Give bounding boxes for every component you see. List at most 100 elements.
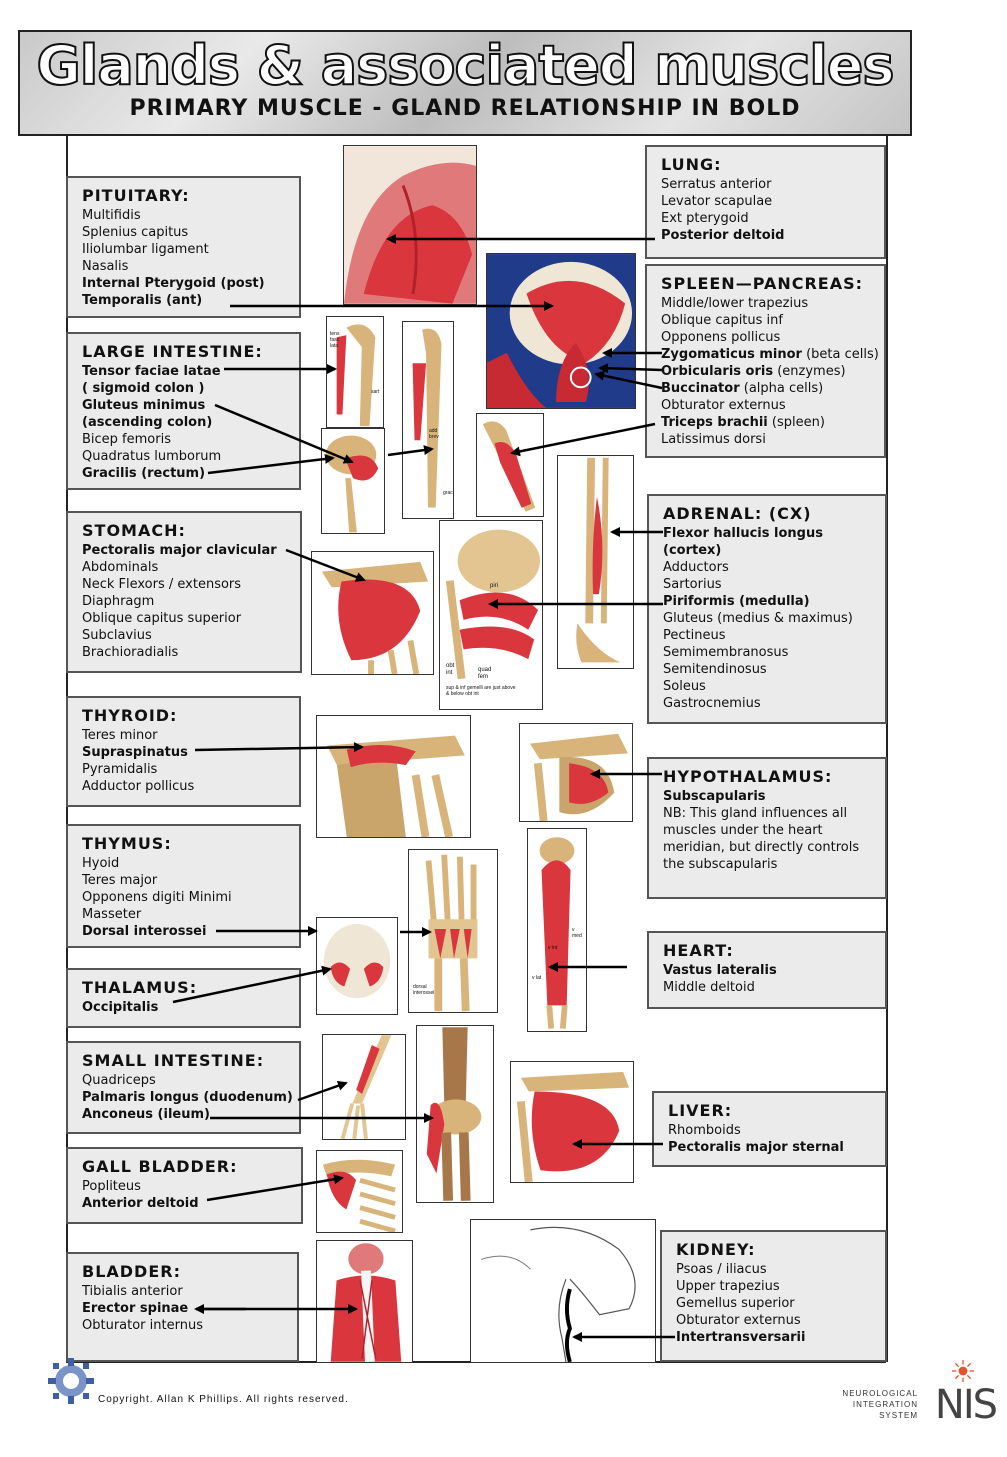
muscle-name: Oblique capitus inf (661, 313, 783, 328)
palmaris-longus-image (322, 1034, 406, 1140)
occipitalis-image (316, 917, 398, 1015)
muscle-name: Zygomaticus minor (661, 347, 802, 362)
nis-logo-mark: NIS (934, 1382, 998, 1428)
muscle-name: Temporalis (ant) (82, 293, 203, 308)
muscle-item: Latissimus dorsi (661, 431, 870, 448)
right-rule (886, 136, 888, 1362)
muscle-name: Psoas / iliacus (676, 1262, 767, 1277)
muscle-name: Iliolumbar ligament (82, 242, 209, 257)
muscle-item: Semimembranosus (663, 644, 871, 661)
muscle-item: Teres minor (82, 727, 285, 744)
muscle-name: Middle deltoid (663, 980, 755, 995)
muscle-item: Obturator internus (82, 1317, 283, 1334)
muscle-name: Pyramidalis (82, 762, 158, 777)
muscle-name: Orbicularis oris (661, 364, 774, 379)
gear-logo-icon (48, 1358, 94, 1404)
muscle-item: Rhomboids (668, 1122, 871, 1139)
muscle-item: Obturator externus (661, 397, 870, 414)
muscle-name: Adductors (663, 560, 729, 575)
muscle-name: Serratus anterior (661, 177, 772, 192)
muscle-item: Pectoralis major clavicular (82, 542, 286, 559)
muscle-item: Middle deltoid (663, 979, 871, 996)
muscle-name: Semitendinosus (663, 662, 767, 677)
muscle-name: the subscapularis (663, 857, 778, 872)
muscle-name: Opponens pollicus (661, 330, 781, 345)
muscle-name: Tibialis anterior (82, 1284, 183, 1299)
muscle-name: Quadratus lumborum (82, 449, 222, 464)
page-subtitle: PRIMARY MUSCLE - GLAND RELATIONSHIP IN B… (129, 96, 801, 121)
muscle-item: Subclavius (82, 627, 286, 644)
muscle-name: Oblique capitus superior (82, 611, 242, 626)
muscle-item: Diaphragm (82, 593, 286, 610)
gland-title: THYMUS: (82, 834, 172, 853)
muscle-name: Diaphragm (82, 594, 155, 609)
muscle-item: Popliteus (82, 1178, 287, 1195)
dorsal-interossei-image: dorsal interossei (408, 849, 498, 1013)
anterior-deltoid-image (316, 1150, 403, 1233)
muscle-item: Opponens digiti Minimi (82, 889, 285, 906)
muscle-name: Hyoid (82, 856, 120, 871)
muscle-item: Zygomaticus minor (beta cells) (661, 346, 879, 363)
muscle-name: Soleus (663, 679, 706, 694)
muscle-name: Opponens digiti Minimi (82, 890, 232, 905)
triceps-brachii-image (476, 413, 544, 517)
muscle-name: Bicep femoris (82, 432, 171, 447)
muscle-item: Brachioradialis (82, 644, 286, 661)
gland-title: PITUITARY: (82, 186, 190, 205)
muscle-name: Posterior deltoid (661, 228, 785, 243)
gland-title: THALAMUS: (82, 978, 198, 997)
gemelli-note: sup & inf gemelli are just above & below… (446, 685, 516, 697)
muscle-name: ( sigmoid colon ) (82, 381, 205, 396)
muscle-name: Obturator externus (676, 1313, 801, 1328)
pectoralis-clavicular-image (311, 551, 434, 675)
muscle-name: Nasalis (82, 259, 129, 274)
muscle-item: Tibialis anterior (82, 1283, 283, 1300)
muscle-name: Pectoralis major clavicular (82, 543, 277, 558)
muscle-item: Adductors (663, 559, 871, 576)
muscle-item: Neck Flexors / extensors (82, 576, 286, 593)
muscle-name: Subscapularis (663, 789, 766, 804)
muscle-name: Abdominals (82, 560, 159, 575)
muscle-name: muscles under the heart (663, 823, 823, 838)
muscle-name: Obturator externus (661, 398, 786, 413)
muscle-item: ( sigmoid colon ) (82, 380, 285, 397)
muscle-name: Vastus lateralis (663, 963, 777, 978)
muscle-item: Adductor pollicus (82, 778, 285, 795)
obt-int-label: obt int (446, 663, 455, 676)
muscle-name: Brachioradialis (82, 645, 179, 660)
muscle-name: Pectineus (663, 628, 726, 643)
muscle-name: Semimembranosus (663, 645, 789, 660)
muscle-item: Nasalis (82, 258, 285, 275)
muscle-name: Splenius capitus (82, 225, 189, 240)
muscle-item: Iliolumbar ligament (82, 241, 285, 258)
muscle-item: (cortex) (663, 542, 871, 559)
gland-title: LARGE INTESTINE: (82, 342, 263, 361)
muscle-item: meridian, but directly controls (663, 839, 871, 856)
muscle-item: Triceps brachii (spleen) (661, 414, 870, 431)
muscle-name: Gastrocnemius (663, 696, 761, 711)
muscle-item: Palmaris longus (duodenum) (82, 1089, 293, 1106)
gland-title: STOMACH: (82, 521, 186, 540)
v-int-label: v int (548, 945, 558, 951)
gland-title: HEART: (663, 941, 734, 960)
muscle-name: Flexor hallucis longus (663, 526, 823, 541)
muscle-note: (beta cells) (801, 347, 879, 362)
muscle-note: (enzymes) (773, 364, 846, 379)
muscle-item: Flexor hallucis longus (663, 525, 871, 542)
gland-title: GALL BLADDER: (82, 1157, 238, 1176)
muscle-name: Dorsal interossei (82, 924, 207, 939)
muscle-item: Hyoid (82, 855, 285, 872)
graci-label: graci (443, 490, 454, 496)
muscle-name: Masseter (82, 907, 142, 922)
muscle-name: Teres major (82, 873, 158, 888)
muscle-name: Piriformis (medulla) (663, 594, 810, 609)
muscle-item: Occipitalis (82, 999, 285, 1016)
muscle-item: Intertransversarii (676, 1329, 871, 1346)
gland-box-adrenal: ADRENAL: (CX)Flexor hallucis longus(cort… (647, 494, 887, 724)
